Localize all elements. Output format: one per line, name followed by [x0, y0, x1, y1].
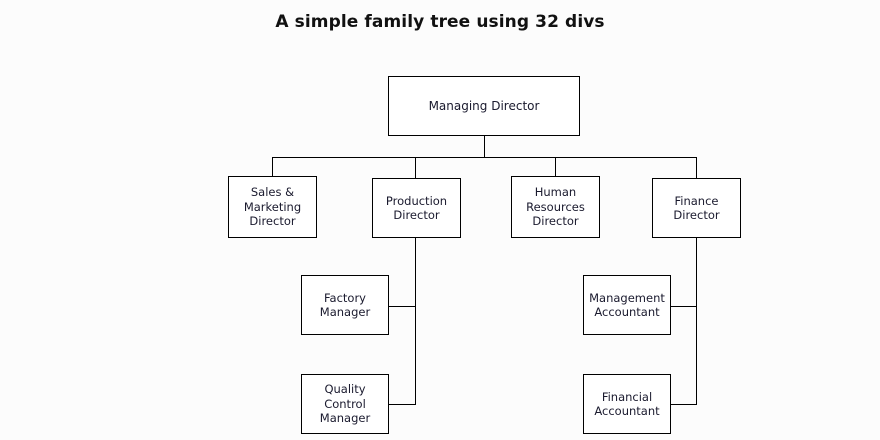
- node-quality-control-manager[interactable]: Quality Control Manager: [301, 374, 389, 434]
- connector-directors-bus: [272, 157, 697, 158]
- connector-drop-sales-marketing: [272, 157, 273, 176]
- node-factory-manager[interactable]: Factory Manager: [301, 275, 389, 335]
- node-managing-director[interactable]: Managing Director: [388, 76, 580, 136]
- node-human-resources-director-label: Human Resources Director: [526, 185, 585, 229]
- node-quality-control-manager-label: Quality Control Manager: [319, 382, 371, 426]
- node-financial-accountant-label: Financial Accountant: [594, 389, 660, 419]
- connector-production-spine: [415, 238, 416, 405]
- connector-drop-human-resources: [555, 157, 556, 176]
- connector-finance-to-management-accountant: [670, 306, 697, 307]
- node-finance-director-label: Finance Director: [673, 193, 720, 223]
- node-sales-marketing-director-label: Sales & Marketing Director: [243, 185, 302, 229]
- node-human-resources-director[interactable]: Human Resources Director: [511, 176, 600, 238]
- node-management-accountant-label: Management Accountant: [589, 290, 665, 320]
- node-production-director-label: Production Director: [385, 193, 448, 223]
- connector-finance-spine: [696, 238, 697, 405]
- connector-md-stem: [484, 136, 485, 157]
- connector-drop-production: [415, 157, 416, 178]
- node-sales-marketing-director[interactable]: Sales & Marketing Director: [228, 176, 317, 238]
- node-managing-director-label: Managing Director: [428, 98, 540, 113]
- connector-drop-finance: [696, 157, 697, 178]
- page-title: A simple family tree using 32 divs: [275, 12, 605, 32]
- connector-production-to-quality-control: [388, 404, 416, 405]
- node-factory-manager-label: Factory Manager: [319, 290, 371, 320]
- node-production-director[interactable]: Production Director: [372, 178, 461, 238]
- node-management-accountant[interactable]: Management Accountant: [583, 275, 671, 335]
- connector-production-to-factory-manager: [388, 306, 416, 307]
- node-finance-director[interactable]: Finance Director: [652, 178, 741, 238]
- node-financial-accountant[interactable]: Financial Accountant: [583, 374, 671, 434]
- connector-finance-to-financial-accountant: [670, 404, 697, 405]
